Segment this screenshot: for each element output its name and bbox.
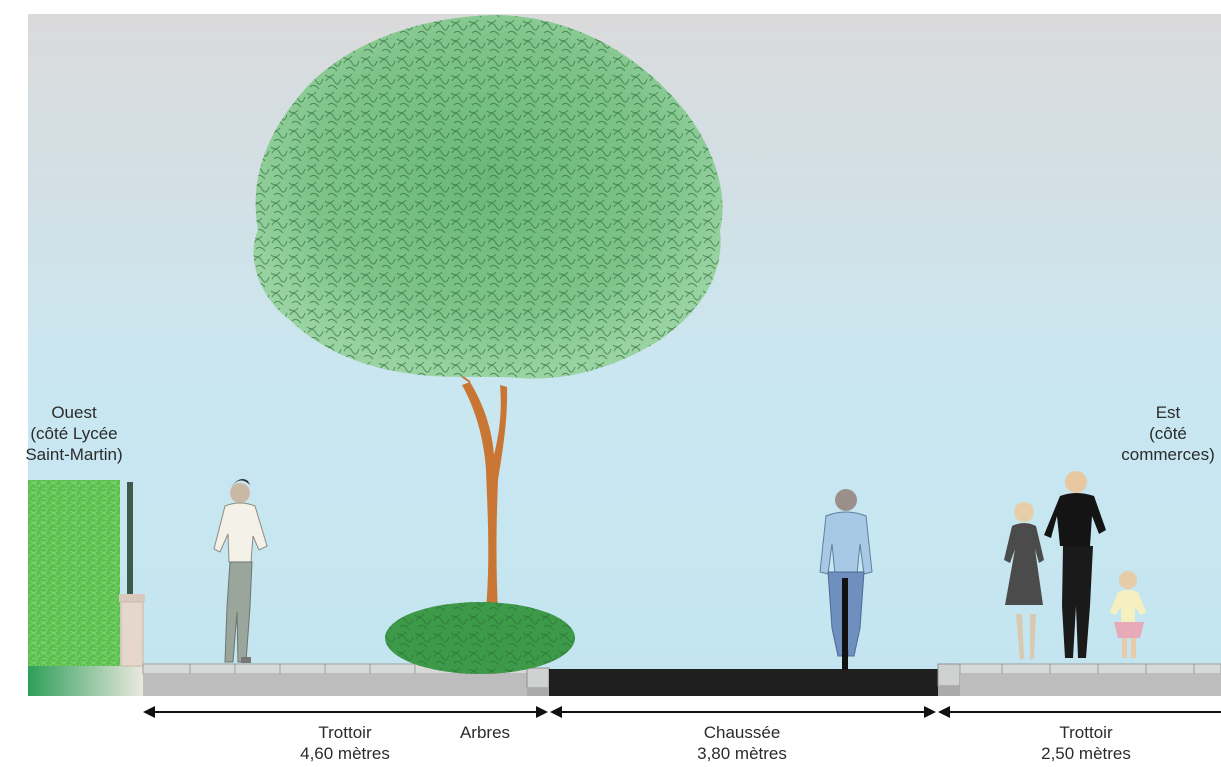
pedestrian-icon (213, 479, 268, 663)
east-sidewalk-label: Trottoir 2,50 mètres (1041, 723, 1131, 763)
west-sidewalk-label: Trottoir 4,60 mètres (300, 723, 390, 763)
road (549, 669, 938, 696)
west-orientation-label: Ouest (côté Lycée Saint-Martin) (25, 403, 123, 464)
east-sidewalk (937, 663, 1221, 696)
west-sidewalk (142, 663, 550, 696)
east-orientation-label: Est (côté commerces) (1121, 403, 1215, 464)
shrub-icon (385, 602, 575, 674)
trees-label: Arbres (459, 723, 511, 742)
cyclist-icon (819, 489, 873, 670)
fence-post-icon (119, 482, 145, 667)
pedestrian-group-icon (1004, 471, 1146, 660)
hedge-icon (28, 480, 120, 666)
dimension-arrows (143, 706, 1221, 718)
road-label: Chaussée 3,80 mètres (697, 723, 787, 763)
tree-icon (253, 15, 723, 612)
left-ground (28, 664, 148, 696)
